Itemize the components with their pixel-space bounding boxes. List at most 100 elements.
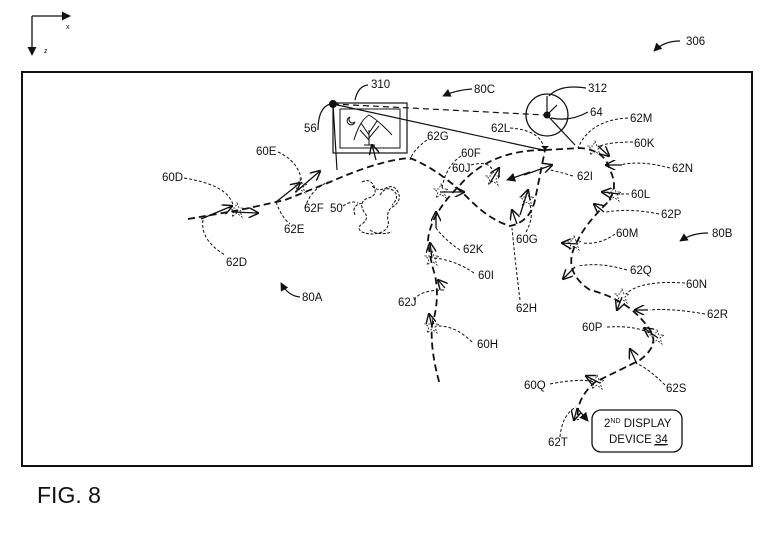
- vector-62H: [512, 210, 517, 225]
- leader-60D: [183, 177, 234, 206]
- vector-62T-b: [576, 407, 589, 422]
- star-60E: [291, 177, 309, 195]
- vector-62I-right: [523, 165, 552, 176]
- label-60E: 60E: [256, 146, 277, 158]
- label-60D: 60D: [162, 172, 183, 184]
- vector-62J: [438, 280, 445, 288]
- vector-62L-point: [541, 146, 549, 150]
- star-60I: [423, 249, 441, 267]
- label-306: 306: [686, 36, 705, 48]
- direction-vectors: [200, 145, 659, 422]
- star-60F: [432, 182, 450, 200]
- label-60N: 60N: [686, 279, 707, 291]
- arrow-80B: [679, 232, 709, 242]
- label-62M: 62M: [630, 113, 652, 125]
- vector-62I-left: [506, 171, 531, 182]
- label-64: 64: [590, 107, 603, 119]
- label-62I: 62I: [577, 171, 593, 183]
- label-62K: 62K: [463, 244, 484, 256]
- leader-50: [342, 201, 359, 207]
- observer-sightline: [332, 103, 544, 151]
- vector-62F: [297, 171, 320, 191]
- label-62G: 62G: [427, 131, 449, 143]
- label-60F: 60F: [461, 148, 481, 160]
- label-62L: 62L: [491, 123, 511, 135]
- viewpoint-tick-diag: [546, 104, 558, 116]
- vector-62D: [200, 206, 232, 220]
- leader-62H: [511, 227, 521, 301]
- vector-60P-dir: [644, 328, 659, 339]
- star-60N: [613, 287, 631, 305]
- vector-60M-dir: [562, 243, 579, 244]
- star-60P: [648, 328, 666, 346]
- moon-icon: [346, 116, 356, 126]
- label-60L: 60L: [631, 189, 651, 201]
- leader-62M: [577, 117, 629, 149]
- viewpoint-tick-down: [546, 114, 576, 146]
- vector-62Q: [563, 266, 576, 279]
- label-62T: 62T: [548, 437, 568, 449]
- leader-56: [317, 103, 331, 131]
- vector-60G-dir: [519, 190, 528, 216]
- label-60K: 60K: [634, 138, 655, 150]
- arrow-80A: [280, 282, 301, 298]
- vector-60L-dir: [602, 192, 621, 194]
- label-310: 310: [371, 79, 390, 91]
- second-display-line2: DEVICE 34: [609, 434, 668, 446]
- leader-60P: [606, 326, 655, 337]
- axis-indicator: x z: [27, 11, 71, 56]
- leader-62L: [509, 127, 545, 149]
- label-60J: 60J: [452, 163, 471, 175]
- star-60H: [423, 317, 441, 335]
- tree-icon: [353, 114, 393, 146]
- label-312: 312: [588, 83, 607, 95]
- environment-frame: [21, 71, 753, 467]
- second-display-line1: 2ND DISPLAY: [604, 418, 672, 430]
- leader-62P: [605, 209, 660, 215]
- vector-60Q-dir: [586, 376, 601, 383]
- label-62F: 62F: [304, 203, 324, 215]
- figure-caption: FIG. 8: [37, 482, 101, 508]
- leader-62J: [413, 289, 445, 301]
- leader-62Q: [577, 264, 628, 271]
- leader-62T: [559, 406, 577, 438]
- leader-60J: [470, 163, 494, 173]
- vector-62G-display: [372, 145, 376, 161]
- leader-62F: [304, 181, 329, 209]
- viewpoint-circle-312: [525, 93, 569, 137]
- label-62H: 62H: [516, 303, 537, 315]
- leader-62K: [435, 227, 461, 251]
- observer-line-down: [332, 103, 338, 171]
- leader-60E: [277, 151, 303, 185]
- label-56: 56: [304, 123, 317, 135]
- leader-62D: [202, 219, 226, 256]
- vector-62T-a: [574, 407, 577, 420]
- leader-lines: [183, 117, 706, 438]
- label-62S: 62S: [666, 383, 687, 395]
- second-display-box: [591, 409, 683, 453]
- label-62E: 62E: [284, 224, 305, 236]
- position-markers: [228, 139, 666, 391]
- leader-62G: [409, 139, 428, 161]
- arrow-306: [653, 40, 681, 52]
- leader-60M: [581, 233, 616, 244]
- star-60L: [605, 185, 623, 203]
- label-62N: 62N: [672, 163, 693, 175]
- label-60M: 60M: [616, 228, 638, 240]
- observer-dashed-sightline: [332, 103, 546, 116]
- arrow-80C: [442, 88, 473, 97]
- leader-60H: [435, 325, 473, 343]
- leader-60G: [525, 204, 532, 233]
- leader-62N: [619, 162, 671, 169]
- vector-60J-dir: [489, 168, 499, 184]
- label-62P: 62P: [661, 209, 682, 221]
- second-display-device-word: DEVICE: [609, 434, 655, 446]
- label-60Q: 60Q: [524, 380, 546, 392]
- star-60G: [518, 190, 536, 208]
- label-60P: 60P: [582, 322, 603, 334]
- label-62R: 62R: [707, 309, 728, 321]
- star-60M: [565, 234, 583, 252]
- leader-62S: [637, 363, 666, 386]
- star-60Q: [588, 373, 606, 391]
- object-50: [353, 180, 400, 235]
